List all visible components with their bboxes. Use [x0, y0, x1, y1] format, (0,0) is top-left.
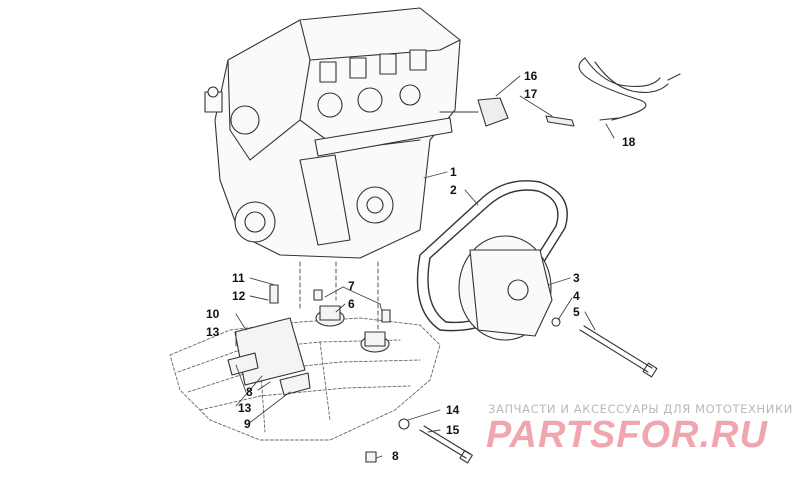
frame-bolt: [398, 418, 473, 464]
callout-7: 7: [348, 279, 355, 293]
callout-14: 14: [446, 403, 460, 417]
watermark-tagline: ЗАПЧАСТИ И АКСЕССУАРЫ ДЛЯ МОТОТЕХНИКИ: [488, 402, 793, 416]
callout-11: 11: [232, 271, 245, 285]
leader-lines: [235, 75, 615, 459]
callout-8b: 8: [392, 449, 399, 463]
callout-10: 10: [206, 307, 220, 321]
clutch-bolt: [551, 317, 658, 378]
callout-16: 16: [524, 69, 538, 83]
callout-8a: 8: [246, 385, 253, 399]
watermark-logo: PARTSFOR.RU: [486, 414, 768, 456]
callout-labels: 1 2 3 4 5 6 7 8 8 9 10 11 12 13 13 14 15…: [206, 69, 636, 463]
callout-18: 18: [622, 135, 636, 149]
callout-17: 17: [524, 87, 538, 101]
engine-mounts: [227, 284, 391, 463]
engine-block: [204, 7, 461, 259]
callout-2: 2: [450, 183, 457, 197]
callout-15: 15: [446, 423, 460, 437]
callout-3: 3: [573, 271, 580, 285]
callout-5: 5: [573, 305, 580, 319]
drive-clutch: [458, 235, 553, 341]
temperature-sensor: [439, 57, 681, 127]
callout-1: 1: [450, 165, 457, 179]
callout-6: 6: [348, 297, 355, 311]
callout-12: 12: [232, 289, 246, 303]
callout-13a: 13: [206, 325, 220, 339]
callout-4: 4: [573, 289, 580, 303]
callout-13b: 13: [238, 401, 252, 415]
callout-9: 9: [244, 417, 251, 431]
